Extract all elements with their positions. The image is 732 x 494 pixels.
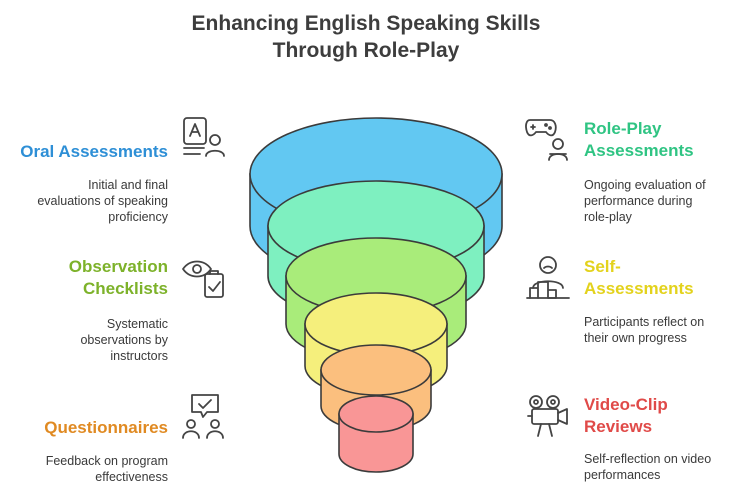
exam-person-icon [183, 117, 225, 157]
video-camera-icon [527, 395, 568, 437]
funnel-layer-6-top [338, 395, 414, 433]
funnel-layer-5-top [320, 344, 432, 396]
self-assessments-description: Participants reflect on their own progre… [584, 315, 705, 345]
video-clip-reviews-heading: Video-Clip Reviews [584, 395, 668, 436]
funnel-layer-6 [338, 395, 414, 473]
role-play-assessments-description: Ongoing evaluation of performance during… [584, 178, 706, 224]
questionnaires-description: Feedback on program effectiveness [45, 454, 168, 484]
observation-checklists-description: Systematic observations by instructors [80, 317, 168, 363]
questionnaires-heading: Questionnaires [44, 418, 168, 437]
person-chart-icon [526, 256, 570, 299]
diagram-title: Enhancing English Speaking Skills Throug… [0, 10, 732, 64]
self-assessments-heading: Self- Assessments [584, 257, 694, 298]
observation-checklists-heading: Observation Checklists [68, 257, 168, 298]
role-play-assessments-heading: Role-Play Assessments [584, 119, 694, 160]
title-line-1: Enhancing English Speaking Skills [191, 12, 541, 35]
gamepad-person-icon [525, 119, 568, 161]
title-line-2: Through Role-Play [272, 39, 460, 62]
oral-assessments-description: Initial and final evaluations of speakin… [37, 178, 168, 224]
oral-assessments-heading: Oral Assessments [20, 142, 168, 161]
video-clip-reviews-description: Self-reflection on video performances [584, 452, 712, 482]
feedback-people-icon [182, 394, 224, 439]
eye-checklist-icon [182, 260, 224, 298]
